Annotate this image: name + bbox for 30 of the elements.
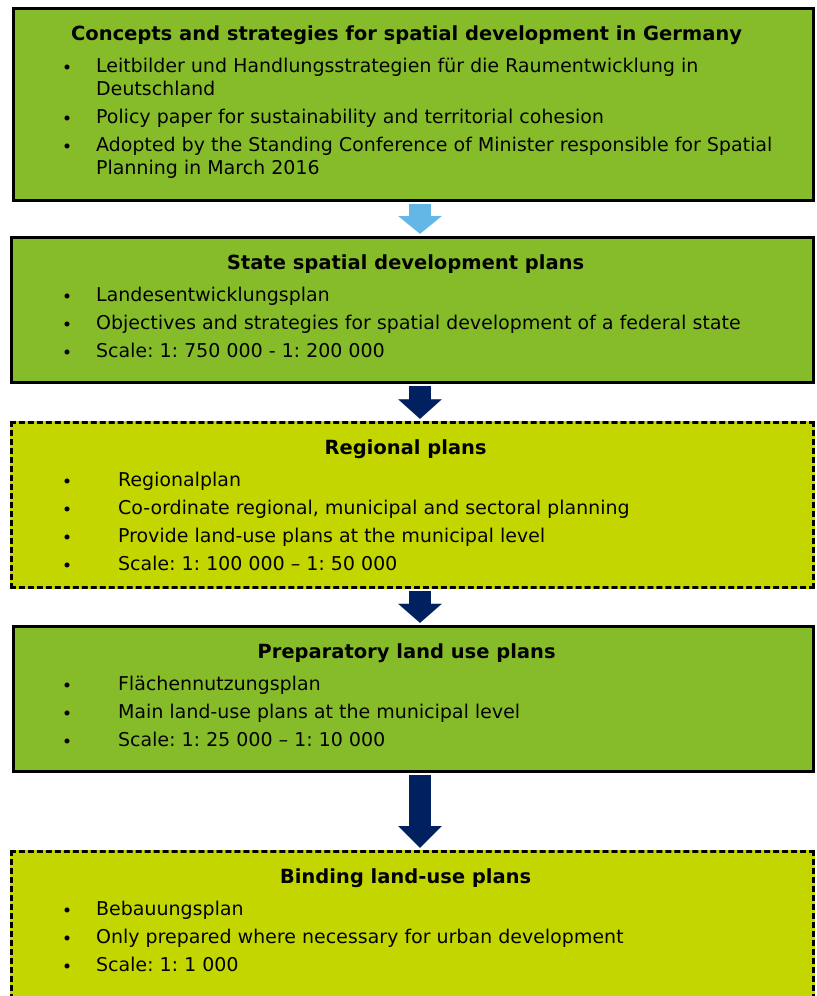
bullet-text: Regionalplan (118, 469, 241, 491)
bullet-text: Main land-use plans at the municipal level (118, 701, 520, 723)
bullet-text: Objectives and strategies for spatial development of a federal state (96, 312, 741, 334)
process-box (10, 850, 815, 996)
block-arrow (398, 386, 442, 419)
bullet-text: Leitbilder und Handlungsstrategien für die Raumentwicklung in Deutschland (96, 55, 698, 100)
block-arrow (398, 591, 442, 623)
bullet-text: Provide land-use plans at the municipal level (118, 525, 546, 547)
block-arrow (398, 204, 442, 234)
box-heading: Preparatory land use plans (256, 640, 557, 664)
block-arrow (398, 775, 442, 848)
process-box (12, 7, 815, 202)
process-box (10, 236, 815, 384)
bullet-text: Scale: 1: 750 000 - 1: 200 000 (96, 340, 385, 362)
bullet-text: Flächennutzungsplan (118, 673, 321, 695)
bullet-text: Scale: 1: 100 000 – 1: 50 000 (118, 553, 398, 575)
box-heading: Concepts and strategies for spatial development in Germany (70, 22, 743, 46)
box-heading: Regional plans (323, 436, 488, 460)
process-box (10, 421, 815, 589)
box-heading: Binding land-use plans (278, 865, 532, 889)
bullet-text: Landesentwicklungsplan (96, 284, 330, 306)
bullet-text: Co-ordinate regional, municipal and sectoral planning (118, 497, 630, 519)
bullet-text: Bebauungsplan (96, 898, 244, 920)
bullet-text: Policy paper for sustainability and territorial cohesion (96, 106, 604, 128)
bullet-text: Scale: 1: 1 000 (96, 954, 238, 976)
bullet-text: Scale: 1: 25 000 – 1: 10 000 (118, 729, 386, 751)
process-box (12, 625, 815, 773)
box-heading: State spatial development plans (226, 251, 586, 275)
bullet-text: Only prepared where necessary for urban development (96, 926, 624, 948)
bullet-text: Adopted by the Standing Conference of Minister responsible for Spatial Planning in March 2016 (96, 134, 772, 179)
